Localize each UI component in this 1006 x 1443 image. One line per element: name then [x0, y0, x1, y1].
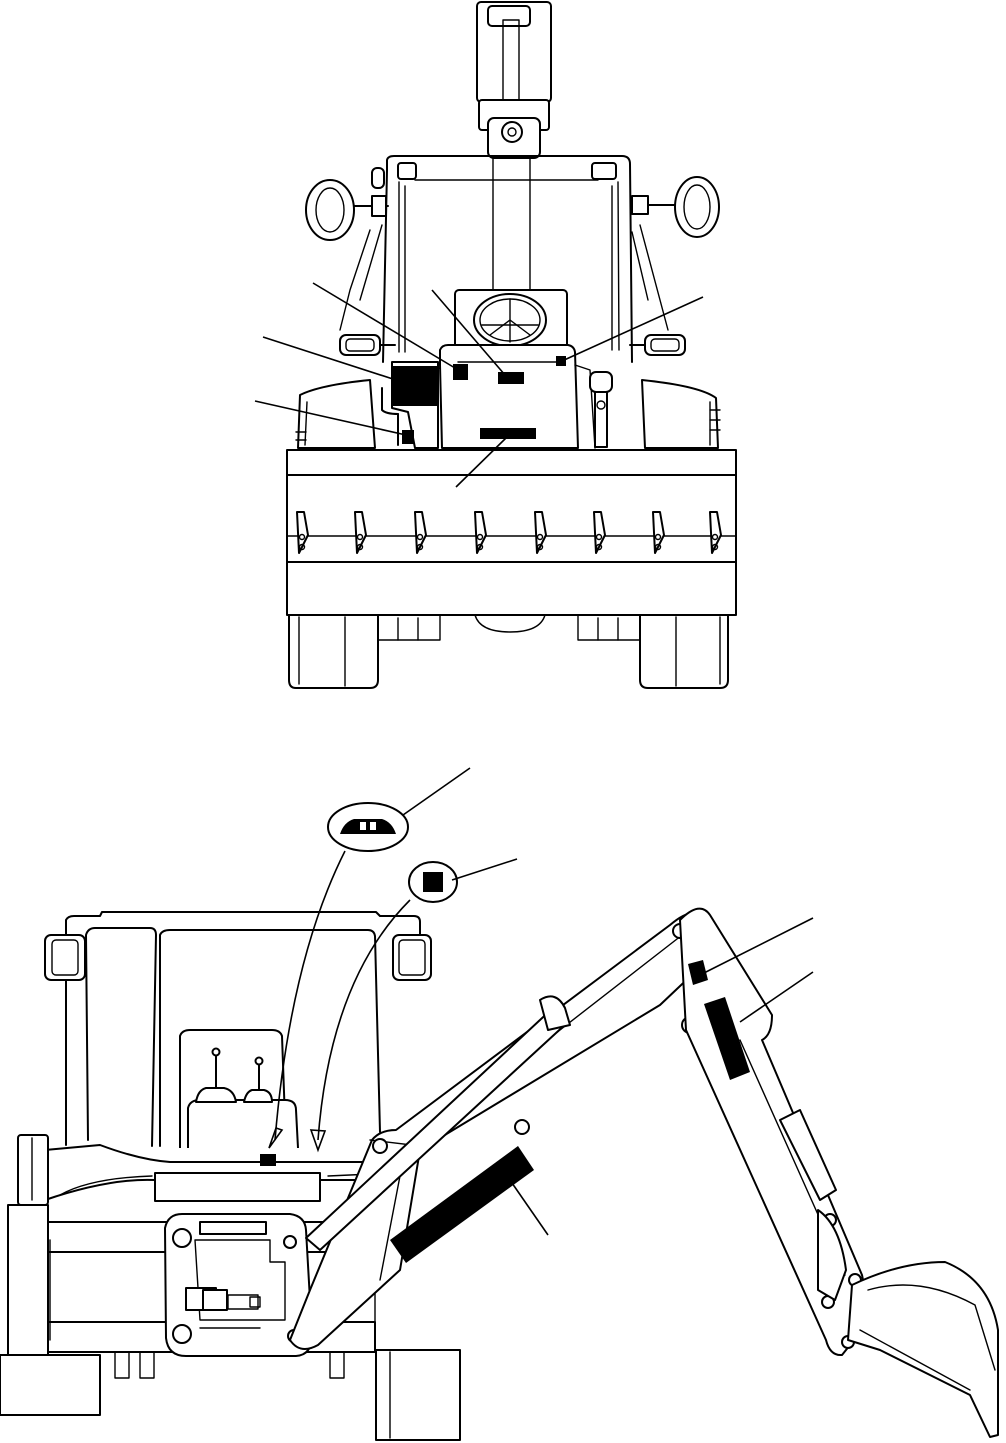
headlight-right	[629, 334, 686, 356]
loader-bucket	[286, 449, 737, 616]
headlight-left	[339, 334, 396, 356]
decal-f5	[402, 430, 414, 444]
decal-f1	[393, 366, 437, 406]
decal-r6	[423, 872, 443, 892]
rear-leader-lines	[268, 767, 814, 1236]
mirror-left	[305, 167, 389, 241]
boom	[289, 912, 717, 1350]
front-tires-lower	[288, 614, 729, 689]
steering-wheel	[454, 289, 568, 361]
decal-f6	[480, 428, 536, 439]
detail-callout-2	[408, 861, 458, 903]
front-tires-upper	[295, 379, 721, 449]
decal-r5	[340, 819, 396, 834]
rear-cab	[44, 911, 432, 1202]
front-leader-lines	[254, 282, 704, 488]
swing-frame	[164, 1213, 313, 1357]
bucket-teeth	[296, 511, 722, 554]
rear-decals	[260, 960, 750, 1263]
cab-frame	[339, 155, 669, 363]
dipper-arm	[679, 907, 865, 1357]
front-view	[254, 1, 737, 689]
detail-callout-1	[327, 802, 409, 852]
decal-f2	[453, 364, 468, 380]
mirror-right	[631, 176, 720, 238]
rear-view	[0, 767, 999, 1441]
backhoe-bucket	[847, 1261, 999, 1438]
decal-r4	[704, 997, 750, 1080]
decal-f4	[556, 356, 566, 366]
front-decals	[393, 356, 566, 444]
decal-r3	[688, 960, 708, 985]
decal-r1	[260, 1154, 276, 1166]
decal-r2	[390, 1146, 534, 1263]
decal-f3	[498, 372, 524, 384]
bucket-bolts	[298, 533, 719, 551]
backhoe-arm-rear	[476, 1, 552, 159]
